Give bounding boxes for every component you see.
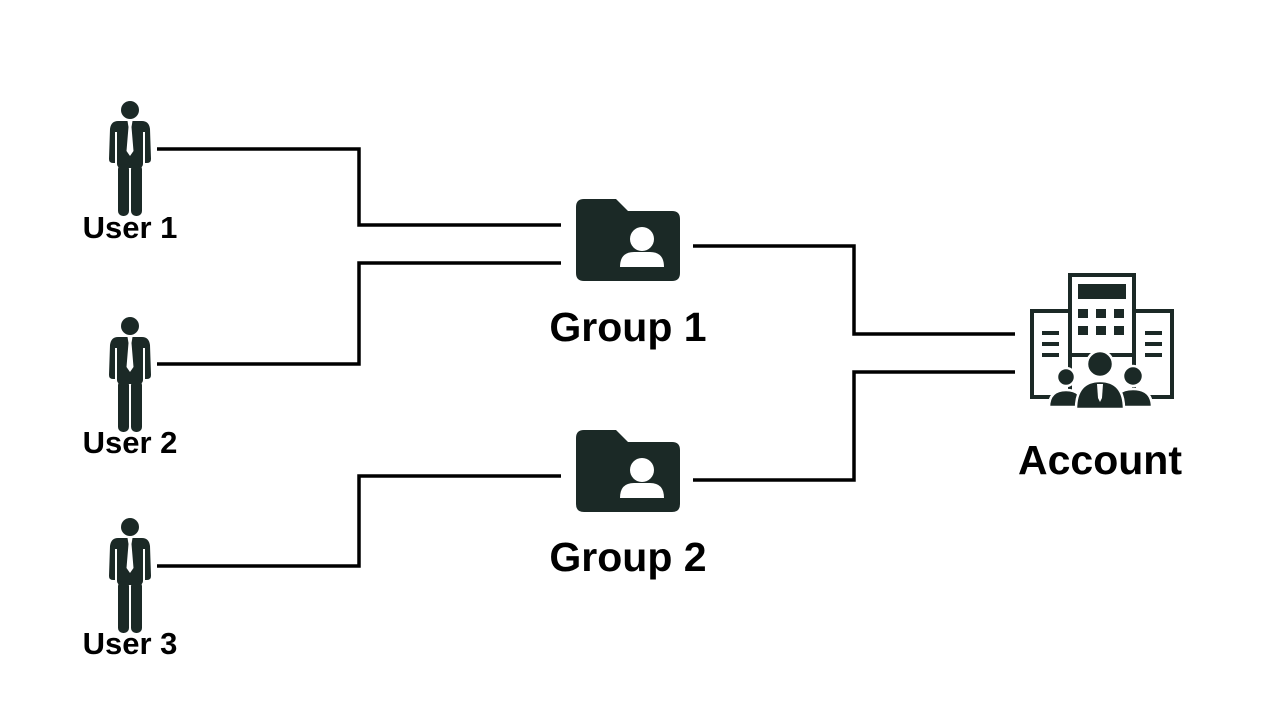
connector-user2-group1 (157, 261, 561, 366)
account-node: Account (1018, 273, 1182, 483)
group-node-1: Group 1 (549, 199, 707, 350)
connectors (157, 147, 1015, 568)
group-label: Group 1 (549, 304, 706, 350)
person-icon (109, 518, 151, 633)
connector-user3-group2 (157, 474, 561, 568)
account-label: Account (1018, 437, 1182, 483)
group-node-2: Group 2 (549, 430, 707, 580)
user-folder-icon (576, 199, 680, 281)
person-icon (109, 317, 151, 432)
user-label: User 3 (83, 626, 178, 661)
person-icon (109, 101, 151, 216)
office-building-people-icon (1030, 273, 1174, 411)
user-label: User 2 (83, 425, 178, 460)
user-node-2: User 2 (83, 317, 178, 460)
user-node-3: User 3 (83, 518, 178, 661)
user-node-1: User 1 (83, 101, 178, 245)
connector-user1-group1 (157, 147, 561, 227)
user-label: User 1 (83, 210, 178, 245)
connector-group2-account (693, 370, 1015, 482)
group-label: Group 2 (549, 534, 706, 580)
user-folder-icon (576, 430, 680, 512)
connector-group1-account (693, 244, 1015, 336)
